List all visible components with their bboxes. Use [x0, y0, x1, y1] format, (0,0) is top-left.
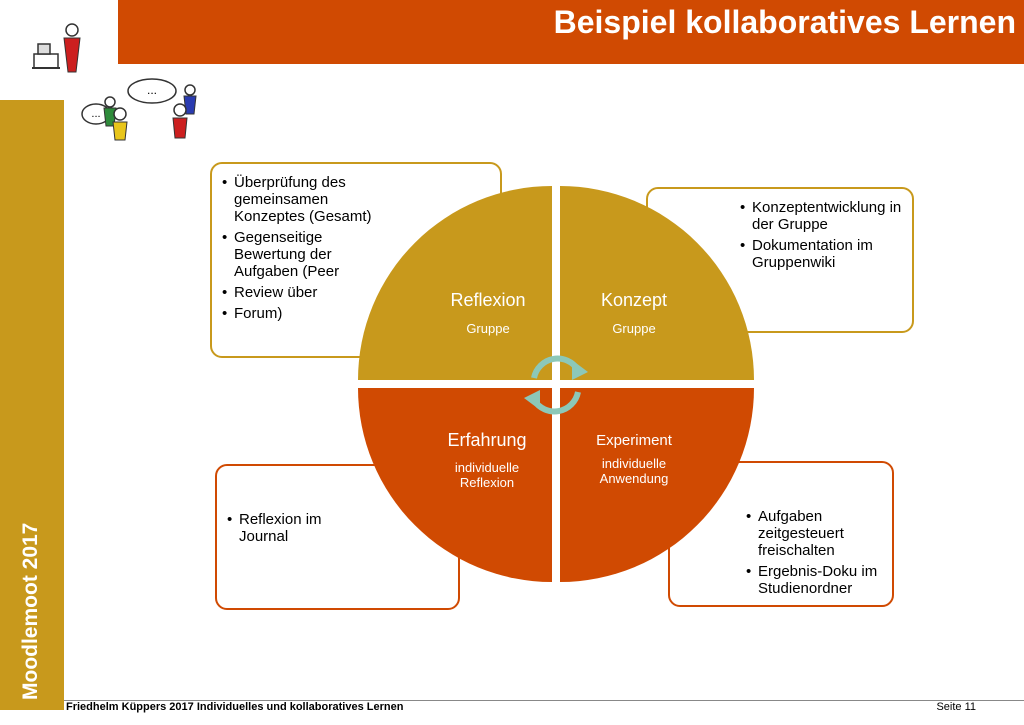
person-yellow-icon — [112, 107, 128, 141]
box-experiment: Aufgaben zeitgesteuert freischalten Erge… — [668, 461, 894, 607]
list-item: Konzeptentwicklung in der Gruppe — [740, 199, 910, 233]
quadrant-experiment-subtitle-1: individuelle — [602, 456, 666, 471]
quadrant-erfahrung-subtitle-1: individuelle — [455, 460, 519, 475]
side-bar: Moodlemoot 2017 — [0, 100, 64, 710]
list-item: Ergebnis-Doku im Studienordner — [746, 563, 886, 597]
box-erfahrung: Reflexion im Journal — [215, 464, 460, 610]
quadrant-experiment-title: Experiment — [596, 432, 673, 449]
list-item: Forum) — [222, 305, 397, 322]
person-blue-icon — [183, 84, 197, 115]
side-label: Moodlemoot 2017 — [19, 522, 42, 700]
box-reflexion-list: Überprüfung des gemeinsamen Konzeptes (G… — [222, 174, 397, 326]
speech-bubble-large-icon: ... — [127, 78, 177, 104]
speech-bubble-large-text: ... — [147, 83, 157, 97]
desk-icon — [32, 43, 60, 69]
quadrant-experiment-subtitle-2: Anwendung — [600, 471, 669, 486]
list-item: Aufgaben zeitgesteuert freischalten — [746, 508, 886, 559]
page-number: Seite 11 — [936, 701, 976, 713]
cycle-arrows-icon — [524, 355, 588, 415]
person-red-icon — [63, 23, 81, 73]
box-konzept-list: Konzeptentwicklung in der Gruppe Dokumen… — [740, 199, 910, 275]
box-konzept: Konzeptentwicklung in der Gruppe Dokumen… — [646, 187, 914, 333]
footer: Friedhelm Küppers 2017 Individuelles und… — [64, 700, 1024, 725]
list-item: Gegenseitige Bewertung der Aufgaben (Pee… — [222, 229, 397, 280]
person-red-small-icon — [172, 103, 188, 139]
list-item: Überprüfung des gemeinsamen Konzeptes (G… — [222, 174, 397, 225]
list-item: Dokumentation im Gruppenwiki — [740, 237, 910, 271]
title-bar: Beispiel kollaboratives Lernen — [118, 0, 1024, 64]
footer-author: Friedhelm Küppers 2017 Individuelles und… — [66, 701, 404, 713]
quadrant-erfahrung-subtitle-2: Reflexion — [460, 475, 514, 490]
speech-bubble-small-text: ... — [91, 108, 100, 120]
quadrant-erfahrung-title: Erfahrung — [447, 430, 526, 450]
page-title: Beispiel kollaboratives Lernen — [553, 4, 1016, 40]
list-item: Review über — [222, 284, 397, 301]
list-item: Reflexion im Journal — [227, 511, 347, 545]
box-experiment-list: Aufgaben zeitgesteuert freischalten Erge… — [746, 508, 886, 601]
box-reflexion: Überprüfung des gemeinsamen Konzeptes (G… — [210, 162, 502, 358]
box-erfahrung-list: Reflexion im Journal — [227, 511, 347, 549]
collaboration-illustration: ... ... — [32, 23, 197, 141]
